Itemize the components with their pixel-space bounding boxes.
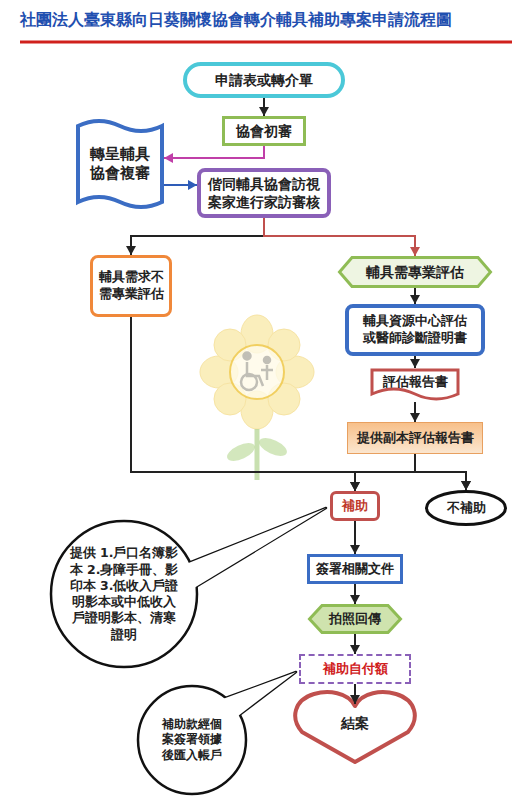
flow-connector xyxy=(410,356,420,368)
node-label: 拍照回傳 xyxy=(329,611,381,628)
arrow-head xyxy=(350,695,360,704)
process-box: 補助 xyxy=(330,491,380,521)
shape-node: 輔具需專業評估 xyxy=(338,256,492,288)
flow-connector xyxy=(259,98,269,116)
node-label: 申請表或轉介單 xyxy=(215,71,313,89)
flow-connector xyxy=(126,218,264,255)
process-box: 偕同輔具協會訪視案家進行家訪審核 xyxy=(197,168,331,218)
node-label: 結案 xyxy=(341,714,369,732)
flow-connector xyxy=(131,317,360,491)
node-label: 簽署相關文件 xyxy=(316,561,394,578)
arrow-head xyxy=(188,180,197,190)
process-box: 提供副本評估報告書 xyxy=(347,422,483,454)
flow-connector xyxy=(350,684,360,704)
node-label: 偕同輔具協會訪視案家進行家訪審核 xyxy=(205,175,323,211)
shape-node: 轉呈輔具 協會複審 xyxy=(76,118,164,210)
arrow-head xyxy=(126,246,136,255)
arrow-head xyxy=(350,482,360,491)
flow-connector xyxy=(410,402,420,422)
flow-connector xyxy=(164,180,197,190)
arrow-head xyxy=(350,645,360,654)
flow-connector xyxy=(350,521,360,554)
flow-connector xyxy=(410,288,420,304)
node-label: 輔具需求不需專業評估 xyxy=(97,269,165,303)
wheelchair-icon xyxy=(241,353,273,391)
arrow-head xyxy=(259,107,269,116)
arrow-head xyxy=(410,247,420,256)
underline-rule xyxy=(20,41,512,44)
shape-node: 拍照回傳 xyxy=(308,604,402,634)
diagram-title: 社團法人臺東縣向日葵關懷協會轉介輔具補助專案申請流程圖 xyxy=(20,10,515,31)
flower-center xyxy=(230,345,284,399)
shape-node: 不補助 xyxy=(425,490,507,526)
flow-connector xyxy=(264,218,420,256)
arrow-head xyxy=(461,481,471,490)
node-label: 補助 xyxy=(342,498,368,515)
flow-connector xyxy=(350,634,360,654)
connector-line xyxy=(131,218,264,255)
node-label: 提供副本評估報告書 xyxy=(357,430,474,447)
arrow-head xyxy=(350,482,360,491)
arrow-head xyxy=(410,295,420,304)
connector-line xyxy=(131,317,355,491)
node-label: 提供 1.戶口名簿影本 2.身障手冊、影印本 3.低收入戶證明影本或中低收入戶證… xyxy=(68,545,180,643)
node-label: 不補助 xyxy=(447,500,486,517)
flow-connector xyxy=(164,146,264,163)
connector-line xyxy=(264,218,415,256)
shape-node: 補助款經個案簽署領據後匯入帳戶 xyxy=(136,684,248,796)
flow-connector xyxy=(350,584,360,604)
node-label: 協會初審 xyxy=(236,122,292,140)
leaf xyxy=(256,434,289,459)
node-label: 評估報告書 xyxy=(383,374,448,391)
sunflower-watermark xyxy=(195,312,320,482)
process-box: 輔具需求不需專業評估 xyxy=(90,255,172,317)
node-label: 轉呈輔具 協會複審 xyxy=(88,145,152,184)
flow-connector xyxy=(131,317,471,490)
node-label: 輔具資源中心評估或醫師診斷證明書 xyxy=(361,313,469,347)
connector-line xyxy=(131,317,466,490)
leaf xyxy=(224,439,257,464)
arrow-head xyxy=(164,153,173,163)
arrow-head xyxy=(461,481,471,490)
shape-node: 提供 1.戶口名簿影本 2.身障手冊、影印本 3.低收入戶證明影本或中低收入戶證… xyxy=(48,518,200,670)
arrow-head xyxy=(410,359,420,368)
petals xyxy=(200,315,314,429)
node-label: 輔具需專業評估 xyxy=(366,263,464,281)
arrow-head xyxy=(410,413,420,422)
node-label: 補助款經個案簽署領據後匯入帳戶 xyxy=(161,717,223,764)
arrow-head xyxy=(350,595,360,604)
process-box: 補助自付額 xyxy=(299,654,411,684)
shape-node: 評估報告書 xyxy=(370,368,460,402)
process-box: 協會初審 xyxy=(222,116,306,146)
process-box: 簽署相關文件 xyxy=(307,554,403,584)
process-box: 申請表或轉介單 xyxy=(183,62,345,98)
arrow-head xyxy=(350,545,360,554)
node-label: 補助自付額 xyxy=(323,661,388,678)
connector-line xyxy=(164,146,264,158)
process-box: 輔具資源中心評估或醫師診斷證明書 xyxy=(345,304,485,356)
